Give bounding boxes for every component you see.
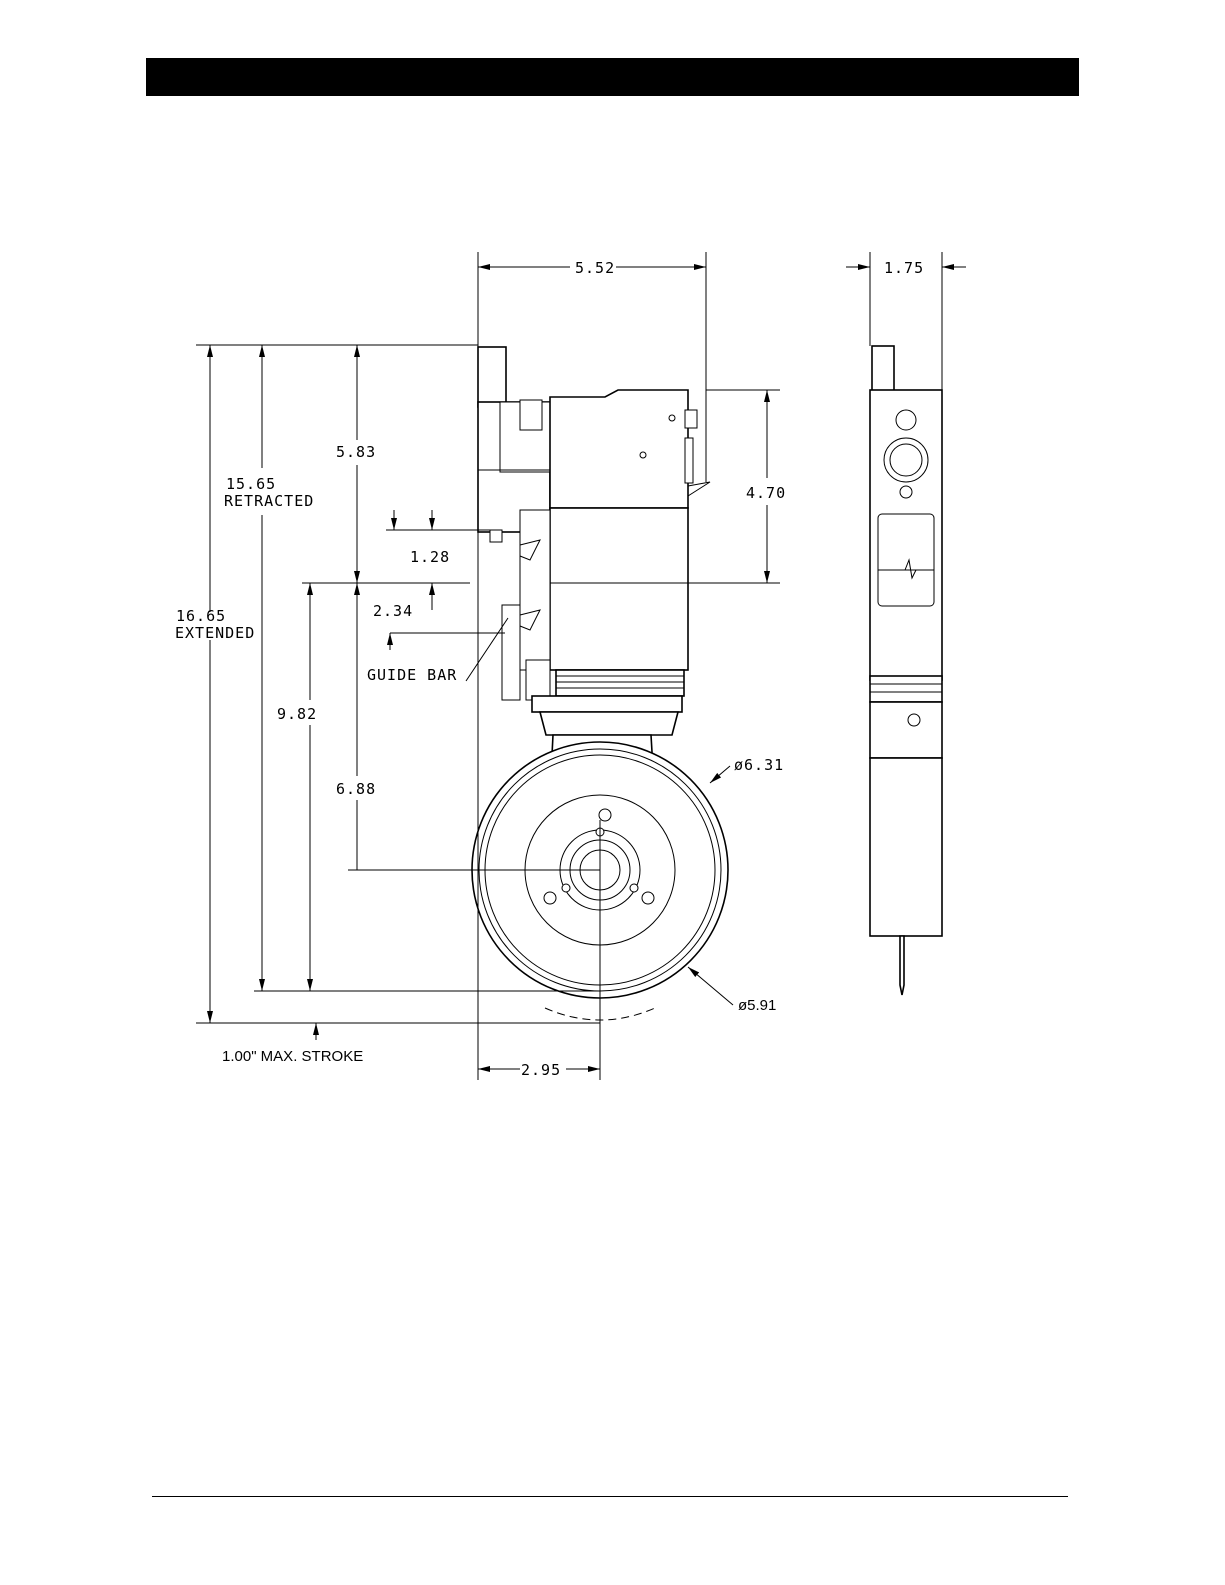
dim-height-583: 5.83 <box>336 443 376 461</box>
dim-height-128: 1.28 <box>410 548 450 566</box>
dim-height-688: 6.88 <box>336 780 376 798</box>
dim-extended-label: EXTENDED <box>175 624 255 642</box>
dim-retracted-label: RETRACTED <box>224 492 314 510</box>
guide-bar-label: GUIDE BAR <box>367 666 457 684</box>
dim-width-175: 1.75 <box>884 259 924 277</box>
dim-width-552: 5.52 <box>575 259 615 277</box>
dim-extended-value: 16.65 <box>176 607 226 625</box>
dim-height-234: 2.34 <box>373 602 413 620</box>
max-stroke-label: 1.00" MAX. STROKE <box>222 1048 363 1065</box>
dim-diameter-631: ø6.31 <box>734 756 784 774</box>
dim-height-982: 9.82 <box>277 705 317 723</box>
dim-retracted-value: 15.65 <box>226 475 276 493</box>
dim-height-470: 4.70 <box>746 484 786 502</box>
dim-width-295: 2.95 <box>521 1061 561 1079</box>
dim-diameter-591: ø5.91 <box>738 997 776 1014</box>
side-view <box>870 346 942 995</box>
